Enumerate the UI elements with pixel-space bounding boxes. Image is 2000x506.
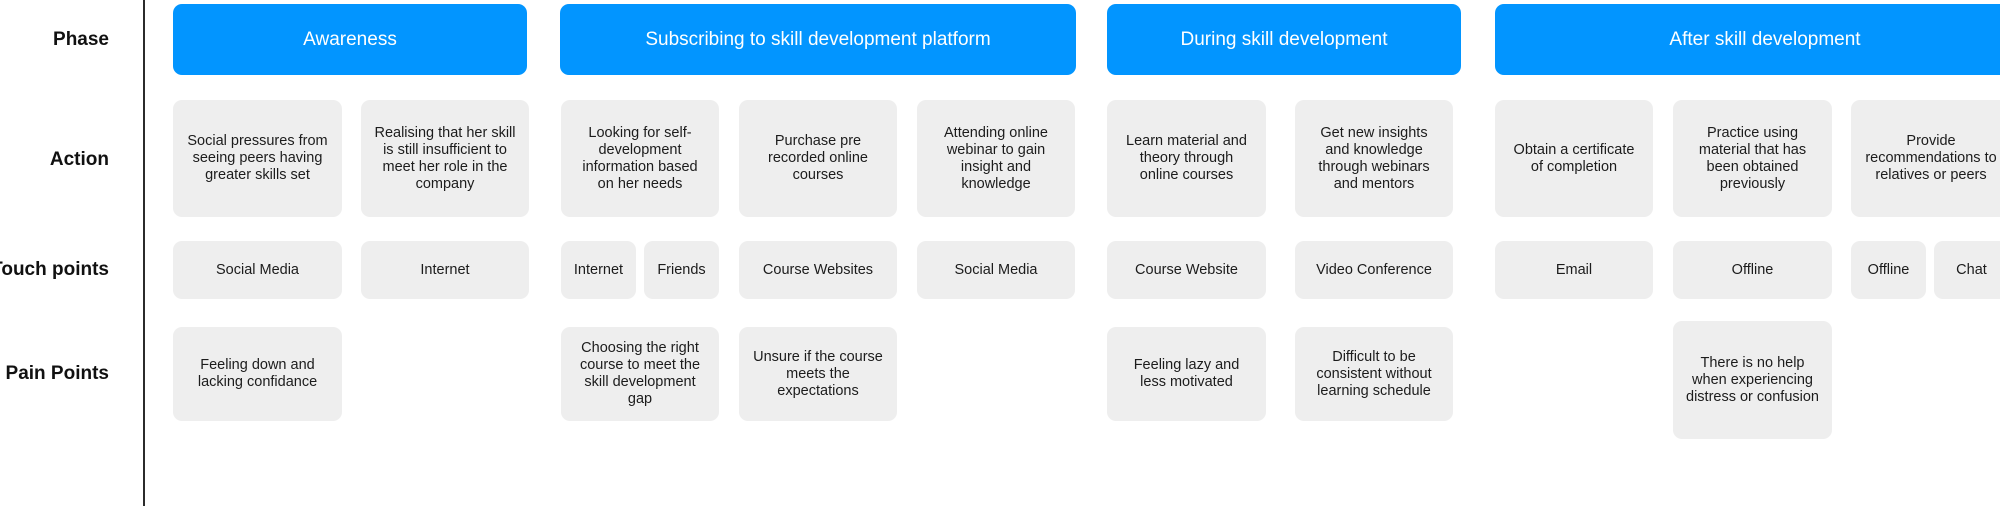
touch-point-card: Social Media — [917, 241, 1075, 299]
phase-header-subscribing: Subscribing to skill development platfor… — [560, 4, 1076, 75]
row-label-touch-points: Touch points — [0, 259, 109, 280]
phase-header-awareness: Awareness — [173, 4, 527, 75]
touch-point-card: Email — [1495, 241, 1653, 299]
touch-point-card: Internet — [561, 241, 636, 299]
action-card: Provide recommendations to relatives or … — [1851, 100, 2000, 217]
touch-point-card: Video Conference — [1295, 241, 1453, 299]
pain-point-card: Feeling down and lacking confidance — [173, 327, 342, 421]
row-label-phase: Phase — [53, 29, 109, 50]
touch-point-card: Friends — [644, 241, 719, 299]
touch-point-card: Offline — [1673, 241, 1832, 299]
pain-point-card: Difficult to be consistent without learn… — [1295, 327, 1453, 421]
row-label-divider — [143, 0, 145, 506]
touch-point-card: Course Website — [1107, 241, 1266, 299]
pain-point-card: There is no help when experiencing distr… — [1673, 321, 1832, 439]
pain-point-card: Choosing the right course to meet the sk… — [561, 327, 719, 421]
pain-point-card: Feeling lazy and less motivated — [1107, 327, 1266, 421]
phase-header-after: After skill development — [1495, 4, 2000, 75]
phase-header-during: During skill development — [1107, 4, 1461, 75]
action-card: Obtain a certificate of completion — [1495, 100, 1653, 217]
row-label-action: Action — [49, 149, 109, 170]
touch-point-card: Internet — [361, 241, 529, 299]
action-card: Attending online webinar to gain insight… — [917, 100, 1075, 217]
touch-point-card: Course Websites — [739, 241, 897, 299]
action-card: Practice using material that has been ob… — [1673, 100, 1832, 217]
action-card: Purchase pre recorded online courses — [739, 100, 897, 217]
action-card: Looking for self-development information… — [561, 100, 719, 217]
action-card: Get new insights and knowledge through w… — [1295, 100, 1453, 217]
row-label-pain-points: Pain Points — [5, 363, 109, 384]
touch-point-card: Offline — [1851, 241, 1926, 299]
touch-point-card: Chat — [1934, 241, 2000, 299]
action-card: Learn material and theory through online… — [1107, 100, 1266, 217]
action-card: Realising that her skill is still insuff… — [361, 100, 529, 217]
touch-point-card: Social Media — [173, 241, 342, 299]
action-card: Social pressures from seeing peers havin… — [173, 100, 342, 217]
pain-point-card: Unsure if the course meets the expectati… — [739, 327, 897, 421]
